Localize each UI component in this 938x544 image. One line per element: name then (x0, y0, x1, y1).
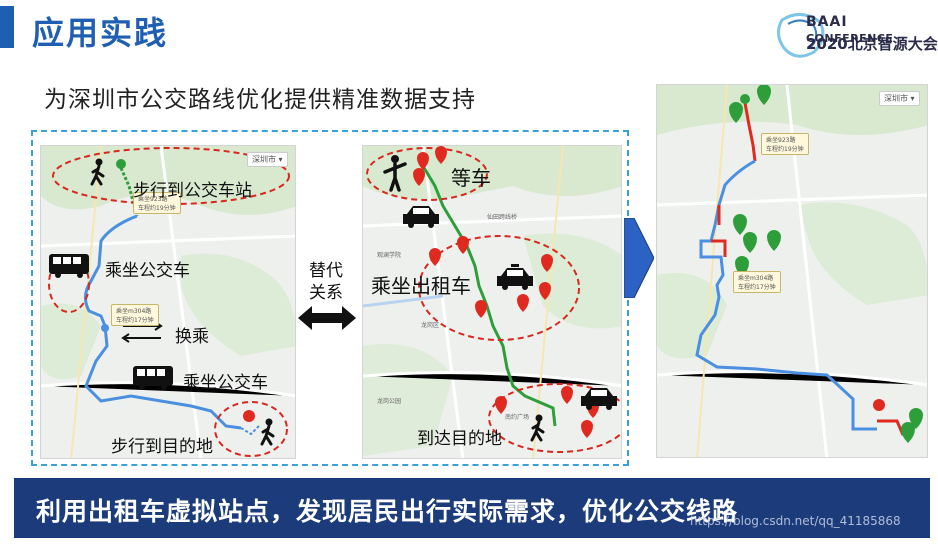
right-route-tag-m304-line2: 车程约17分钟 (738, 284, 776, 291)
comparison-frame (31, 130, 629, 466)
route-tag-923-line2: 车程约19分钟 (138, 205, 176, 212)
label-walk-to-stop: 步行到公交车站 (133, 181, 252, 201)
right-arrow-icon (624, 218, 654, 298)
slide-subtitle: 为深圳市公交路线优化提供精准数据支持 (44, 87, 476, 113)
right-route-tag-923-line2: 车程约19分钟 (766, 146, 804, 153)
substitution-line1: 替代 (309, 261, 343, 281)
conference-logo: BAAI CONFERENCE 2020北京智源大会 (776, 8, 938, 64)
logo-mark-icon (777, 13, 825, 58)
logo-brand-text: BAAI (806, 14, 848, 30)
taxi-route-map-canvas (363, 146, 621, 458)
right-route-tag-923-line1: 乘坐923路 (766, 137, 796, 144)
right-route-tag-m304-line1: 乘坐m304路 (738, 275, 774, 282)
watermark-text: https://blog.csdn.net/qq_41185868 (690, 514, 901, 528)
footer-text: 利用出租车虚拟站点，发现居民出行实际需求，优化公交线路 (36, 497, 739, 526)
place-name-4: 龙岗公园 (377, 398, 402, 405)
substitution-label: 替代 关系 (296, 260, 356, 304)
label-transfer: 换乘 (175, 327, 209, 347)
route-tag-923-line1: 乘坐923路 (138, 196, 168, 203)
optimized-route-map: 深圳市 ▾ 乘坐923路 车程约19分钟 乘坐m304路 车程约17分钟 (656, 84, 928, 458)
label-walk-to-dest: 步行到目的地 (111, 437, 213, 457)
place-name-1: 观澜学院 (377, 252, 402, 259)
slide-title: 应用实践 (32, 14, 169, 52)
taxi-route-map: 仙田跨线桥 观澜学院 龙岗区 南约广场 龙岗公园 等车 乘坐出租车 到达目的地 (362, 145, 622, 459)
label-take-bus-2: 乘坐公交车 (183, 373, 268, 393)
route-tag-m304-line2: 车程约17分钟 (116, 317, 154, 324)
label-take-bus-1: 乘坐公交车 (105, 261, 190, 281)
logo-subtitle: 2020北京智源大会 (806, 35, 938, 53)
bus-route-map: 深圳市 ▾ 乘坐923路 车程约19分钟 乘坐m304路 车程约17分钟 步行到… (40, 145, 296, 459)
route-tag-m304-line1: 乘坐m304路 (116, 308, 152, 315)
title-accent-bar (0, 6, 14, 48)
substitution-line2: 关系 (309, 283, 343, 303)
place-name-2: 龙岗区 (421, 322, 440, 329)
label-wait: 等车 (451, 166, 491, 190)
route-tag-m304: 乘坐m304路 车程约17分钟 (111, 304, 159, 326)
place-name-0: 仙田跨线桥 (487, 214, 518, 221)
label-ride-taxi: 乘坐出租车 (371, 274, 471, 298)
optimized-route-map-canvas (657, 85, 927, 457)
route-tag-923: 乘坐923路 车程约19分钟 (133, 192, 181, 214)
city-selector[interactable]: 深圳市 ▾ (247, 152, 288, 167)
right-route-tag-923: 乘坐923路 车程约19分钟 (761, 133, 809, 155)
footer-banner: 利用出租车虚拟站点，发现居民出行实际需求，优化公交线路 (14, 478, 930, 538)
logo-conference-text: CONFERENCE (806, 32, 894, 45)
double-arrow-icon (298, 306, 356, 330)
city-selector-right[interactable]: 深圳市 ▾ (879, 91, 920, 106)
label-arrive: 到达目的地 (417, 429, 502, 449)
place-name-3: 南约广场 (505, 414, 530, 421)
right-route-tag-m304: 乘坐m304路 车程约17分钟 (733, 271, 781, 293)
